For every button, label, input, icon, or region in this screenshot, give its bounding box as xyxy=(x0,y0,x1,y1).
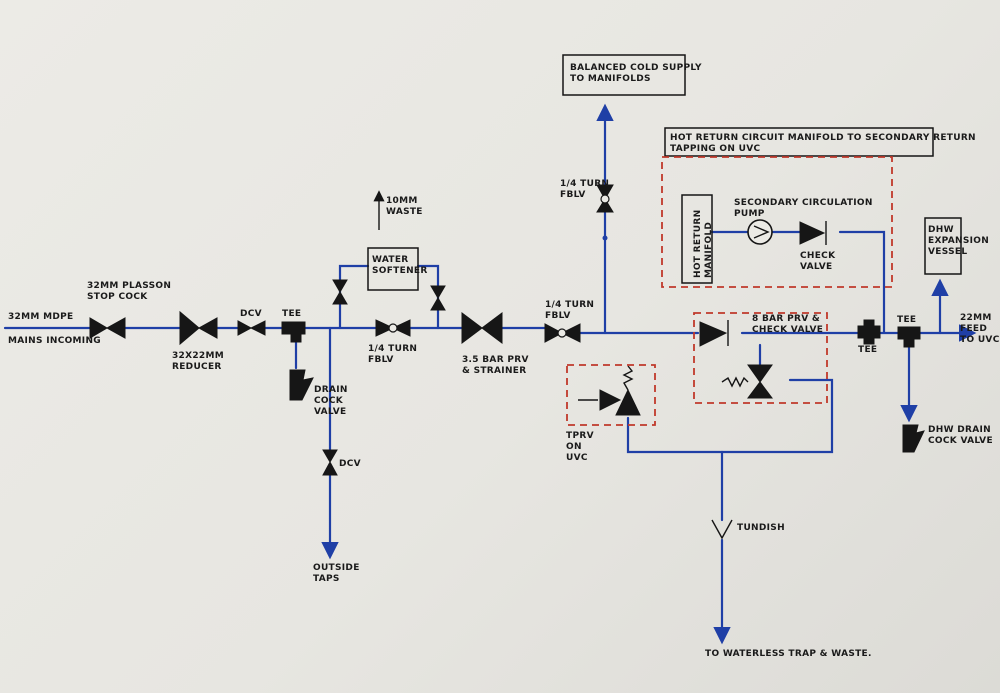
tprv-valve xyxy=(578,365,641,416)
tee1-label: Tee xyxy=(282,309,301,319)
stop-cock-valve xyxy=(89,317,126,339)
dcv2-label: DCV xyxy=(339,459,361,469)
pipework xyxy=(3,103,977,645)
reducer-fitting xyxy=(179,310,218,346)
tee2-label: Tee xyxy=(858,345,877,355)
waterless-label: To waterless trap & waste. xyxy=(705,649,872,659)
dcv-valve-2 xyxy=(322,449,338,476)
tprv-region xyxy=(566,364,656,426)
dhw-drain-cock-valve xyxy=(902,424,925,453)
prv-check-valve-region xyxy=(693,312,828,404)
water-softener-box xyxy=(367,247,419,291)
fblv-valve-3 xyxy=(596,184,614,241)
fblv-valve-2 xyxy=(544,323,581,343)
balanced-supply-box xyxy=(562,54,686,96)
drain-cock-valve xyxy=(289,369,314,401)
tundish-label: Tundish xyxy=(737,523,785,533)
softener-outlet-valve xyxy=(430,285,446,311)
tundish-symbol xyxy=(711,519,733,540)
prv-check-label: 8 bar PRV &check valve xyxy=(752,314,823,335)
tee-fitting-2 xyxy=(857,319,881,345)
prv-strainer-label: 3.5 bar PRV& strainer xyxy=(462,355,529,376)
hot-return-title-box xyxy=(664,127,934,157)
hot-return-manifold-box xyxy=(681,194,713,284)
dhw-expansion-vessel-box xyxy=(924,217,962,275)
tee-fitting-1 xyxy=(281,321,306,343)
mains-incoming-label: Mains incoming xyxy=(8,336,101,346)
hot-return-title-label: Hot return circuit manifold to secondary… xyxy=(670,133,976,154)
fblv-valve-1 xyxy=(375,319,411,337)
softener-inlet-valve xyxy=(332,279,348,305)
tee-fitting-3 xyxy=(897,326,921,348)
prv-check-valve xyxy=(699,320,773,399)
check-valve xyxy=(799,221,827,245)
dcv1-label: DCV xyxy=(240,309,262,319)
prv-strainer-valve xyxy=(461,312,503,344)
dcv-valve-1 xyxy=(237,320,266,336)
mains-pipe-label: 32mm MDPE xyxy=(8,312,73,322)
hot-return-circuit-region xyxy=(661,156,893,288)
hot-return-manifold-label: Hot returnmanifold xyxy=(693,210,714,278)
circulation-pump xyxy=(747,219,773,245)
tee3-label: Tee xyxy=(897,315,916,325)
